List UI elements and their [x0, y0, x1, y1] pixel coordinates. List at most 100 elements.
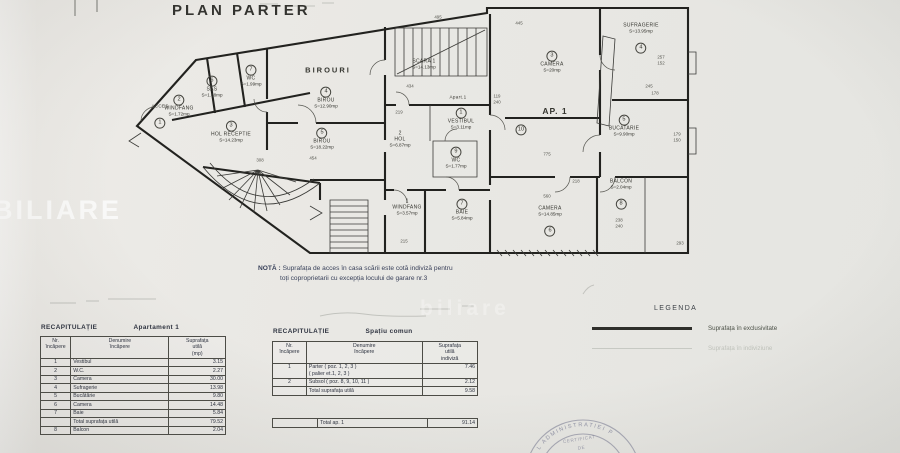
room-number: 5 — [618, 114, 630, 126]
table-cell: Camera — [70, 374, 170, 384]
room-name: CAMERA — [540, 61, 564, 68]
room-area: S=1.38mp — [201, 92, 223, 98]
dimension-label: 152 — [657, 60, 665, 66]
dimension-label: 434 — [406, 83, 414, 89]
exterior-walls — [135, 6, 690, 255]
wall-hatching — [496, 249, 599, 257]
common-table-subtitle: Spațiu comun — [365, 328, 413, 335]
column-header: Suprafața utilă indiviză — [421, 341, 479, 364]
pencil-marks — [50, 2, 595, 317]
room-label: Apart.1 — [450, 94, 467, 100]
room-area: S=18.22mp — [310, 144, 334, 150]
table-cell: 9.58 — [421, 386, 479, 396]
room-area: S=1.72mp — [168, 111, 190, 117]
table-cell: 2.12 — [421, 377, 479, 387]
table-cell: Total ap. 1 — [317, 418, 429, 428]
table-cell: 1 — [272, 362, 307, 379]
table-cell: 4 — [39, 383, 72, 393]
legend-item: Suprafața în exclusivitate — [592, 325, 852, 332]
table-cell: Balcon — [70, 425, 170, 435]
table-cell: 5 — [39, 391, 72, 401]
room-number: 10 — [515, 124, 527, 136]
room-number: 9 — [450, 146, 462, 158]
room-area: S=5.84mp — [451, 215, 473, 221]
room-name: SCARA 1 — [412, 58, 436, 65]
room-name: BIROU — [313, 138, 331, 145]
table-cell: 2 — [39, 366, 72, 376]
room-area: S=12.90mp — [314, 103, 338, 109]
dimension-label: 218 — [572, 178, 580, 184]
dimension-label: 150 — [673, 137, 681, 143]
room-name: BIROU — [317, 97, 335, 104]
table-cell: Total suprafața utilă — [305, 386, 423, 396]
stamp-inner-text: CERTIFICAT — [563, 434, 596, 444]
room-area: S=1.99mp — [240, 81, 262, 87]
apartment-table-subtitle: Apartament 1 — [133, 324, 180, 331]
room-name: WINDFANG — [392, 204, 422, 211]
room-name: AP. 1 — [542, 105, 568, 116]
common-table-title: RECAPITULAȚIE Spațiu comun — [273, 328, 413, 335]
fold-marks — [74, 0, 98, 16]
room-label: AP. 1 — [542, 106, 567, 116]
legend-line-sample — [592, 348, 692, 349]
room-area: S=13.95mp — [629, 28, 653, 34]
room-name: SUFRAGERIE — [623, 22, 659, 29]
steps — [329, 199, 369, 254]
room-number: 6 — [206, 75, 218, 87]
table-cell: Sufragerie — [70, 383, 170, 393]
room-name: ACCES — [151, 103, 169, 109]
table-cell — [271, 418, 319, 428]
room-area: S=1.77mp — [445, 163, 467, 169]
table-cell: 9.80 — [168, 391, 226, 401]
room-number: 2 — [173, 94, 185, 106]
dimension-label: 560 — [543, 193, 551, 199]
page-title: PLAN PARTER — [172, 2, 311, 19]
room-name: BALCON — [609, 178, 633, 185]
room-number: 5 — [316, 127, 328, 139]
legend-title: LEGENDA — [654, 305, 698, 312]
room-number: 8 — [615, 198, 627, 210]
room-name: HOL RECEPTIE — [210, 131, 252, 138]
room-area: S=20mp — [543, 67, 561, 73]
dimension-label: 454 — [309, 155, 317, 161]
room-area: S=14.23mp — [219, 137, 243, 143]
dimension-label: 293 — [676, 240, 684, 246]
room-name: HOL — [394, 136, 406, 143]
room-area: S=14.13mp — [412, 64, 436, 70]
room-number: 1 — [455, 107, 467, 119]
access-arrow-icon — [128, 132, 323, 221]
room-name: WINDFANG — [164, 105, 194, 112]
table-cell: W.C. — [70, 366, 170, 376]
table-cell: Vestibul — [70, 357, 170, 367]
room-number: 1 — [405, 198, 409, 205]
table-cell: 79.52 — [168, 417, 226, 427]
table-cell: 7.46 — [421, 362, 479, 379]
column-header: Nr. încăpere — [39, 336, 72, 359]
table-cell: Subsol ( poz. 8, 9, 10, 11 ) — [305, 377, 423, 387]
table-cell: Total suprafața utilă — [70, 417, 170, 427]
note-block: NOTĂ : Suprafața de acces în casa scării… — [258, 264, 578, 284]
note-line1: Suprafața de acces în casa scării este c… — [282, 265, 453, 272]
